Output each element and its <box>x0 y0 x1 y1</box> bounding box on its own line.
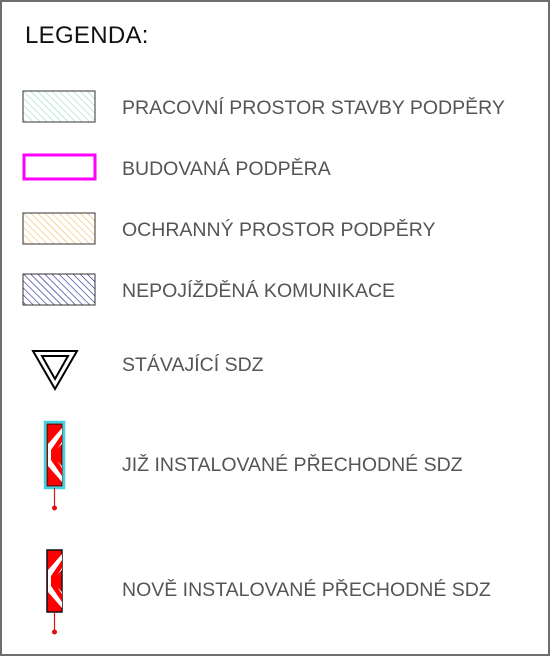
chevron-board-installed-icon <box>42 420 68 512</box>
legend-title: LEGENDA: <box>25 22 149 49</box>
legend-label-new-temporary-signs: NOVĚ INSTALOVANÉ PŘECHODNÉ SDZ <box>122 579 491 601</box>
chevron-board-new-icon <box>42 548 68 640</box>
hatch-navy-swatch <box>22 273 98 307</box>
legend-label-closed-road: NEPOJÍŽDĚNÁ KOMUNIKACE <box>122 280 396 302</box>
legend-label-existing-signs: STÁVAJÍCÍ SDZ <box>122 354 264 376</box>
legend-label-support-built: BUDOVANÁ PODPĚRA <box>122 158 331 180</box>
hatch-mint-swatch <box>22 90 98 124</box>
magenta-outline-swatch <box>22 153 98 183</box>
yield-triangle-icon <box>31 348 79 392</box>
legend-label-work-space: PRACOVNÍ PROSTOR STAVBY PODPĚRY <box>122 97 505 119</box>
legend-label-protection-zone: OCHRANNÝ PROSTOR PODPĚRY <box>122 219 436 241</box>
legend-label-installed-temporary-signs: JIŽ INSTALOVANÉ PŘECHODNÉ SDZ <box>122 454 463 476</box>
hatch-orange-swatch <box>22 212 98 246</box>
